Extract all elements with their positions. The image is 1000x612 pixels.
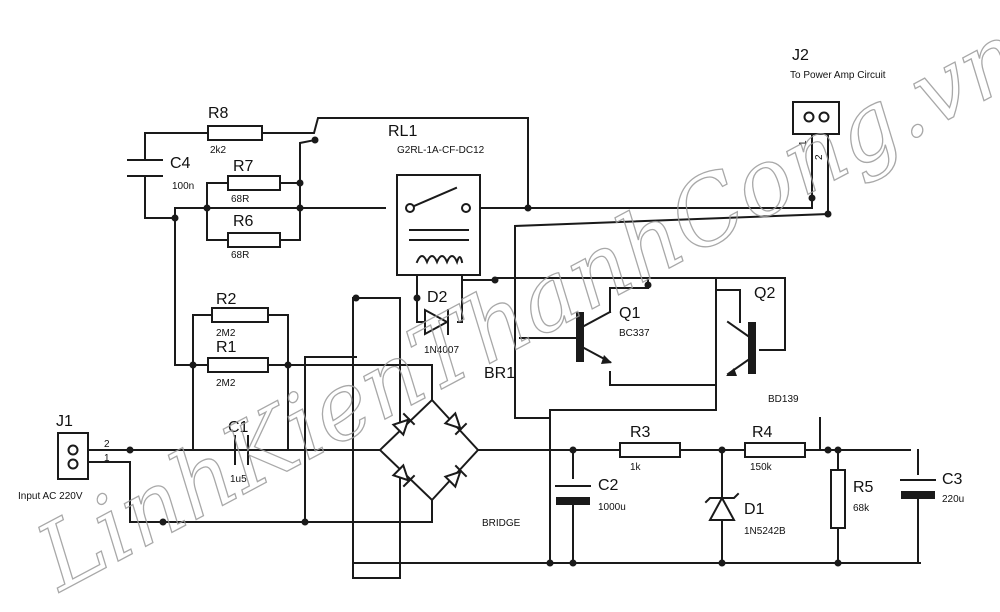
r5-value: 68k [853, 503, 870, 514]
c2-ref: C2 [598, 477, 619, 494]
zener-diode-d1 [704, 492, 740, 521]
br1-value: BRIDGE [482, 518, 521, 529]
r4-value: 150k [750, 462, 773, 473]
c3-ref: C3 [942, 471, 963, 488]
resistor-r7 [227, 175, 281, 191]
rl1-value: G2RL-1A-CF-DC12 [397, 145, 485, 156]
resistor-r5 [830, 469, 846, 529]
q2-ref: Q2 [754, 285, 775, 302]
r6-ref: R6 [233, 213, 254, 230]
c2-value: 1000u [598, 502, 626, 513]
bridge-rectifier-br1 [378, 398, 480, 502]
j1-pin1: 1 [104, 453, 110, 464]
resistor-r8 [207, 125, 263, 141]
resistor-r2 [211, 307, 269, 323]
c1-value: 1u5 [230, 474, 247, 485]
d1-value: 1N5242B [744, 526, 786, 537]
j2-label: To Power Amp Circuit [790, 70, 886, 81]
r5-ref: R5 [853, 479, 874, 496]
r8-ref: R8 [208, 105, 229, 122]
resistor-r3 [619, 442, 681, 458]
q2-value: BD139 [768, 394, 799, 405]
c3-value: 220u [942, 494, 964, 505]
connector-j1 [57, 432, 89, 480]
j1-pin2: 2 [104, 439, 110, 450]
capacitor-c2 [555, 485, 591, 505]
r1-ref: R1 [216, 339, 237, 356]
resistor-r6 [227, 232, 281, 248]
c4-ref: C4 [170, 155, 191, 172]
resistor-r4 [744, 442, 806, 458]
capacitor-c4 [127, 159, 163, 177]
q1-value: BC337 [619, 328, 650, 339]
capacitor-c3 [900, 479, 936, 499]
transistor-q1 [576, 310, 612, 364]
d2-value: 1N4007 [424, 345, 459, 356]
capacitor-c1 [234, 435, 249, 465]
rl1-ref: RL1 [388, 123, 417, 140]
j2-pin1: 1 [798, 140, 809, 146]
r2-value: 2M2 [216, 328, 236, 339]
j1-ref: J1 [56, 413, 73, 430]
r7-ref: R7 [233, 158, 254, 175]
junction-dots [126, 136, 842, 567]
c4-value: 100n [172, 181, 194, 192]
j1-label: Input AC 220V [18, 491, 83, 502]
r4-ref: R4 [752, 424, 773, 441]
resistor-r1 [207, 357, 269, 373]
r3-value: 1k [630, 462, 642, 473]
r6-value: 68R [231, 250, 249, 261]
br1-ref: BR1 [484, 365, 515, 382]
q1-ref: Q1 [619, 305, 640, 322]
connector-j2 [792, 101, 840, 135]
j2-pin2: 2 [814, 154, 825, 160]
r1-value: 2M2 [216, 378, 236, 389]
c1-ref: C1 [228, 419, 249, 436]
transistor-q2 [726, 320, 756, 376]
r7-value: 68R [231, 194, 249, 205]
r2-ref: R2 [216, 291, 237, 308]
r3-ref: R3 [630, 424, 651, 441]
r8-value: 2k2 [210, 145, 227, 156]
j2-ref: J2 [792, 47, 809, 64]
relay-rl1 [396, 174, 481, 276]
diode-d2 [424, 308, 450, 336]
d1-ref: D1 [744, 501, 765, 518]
d2-ref: D2 [427, 289, 448, 306]
